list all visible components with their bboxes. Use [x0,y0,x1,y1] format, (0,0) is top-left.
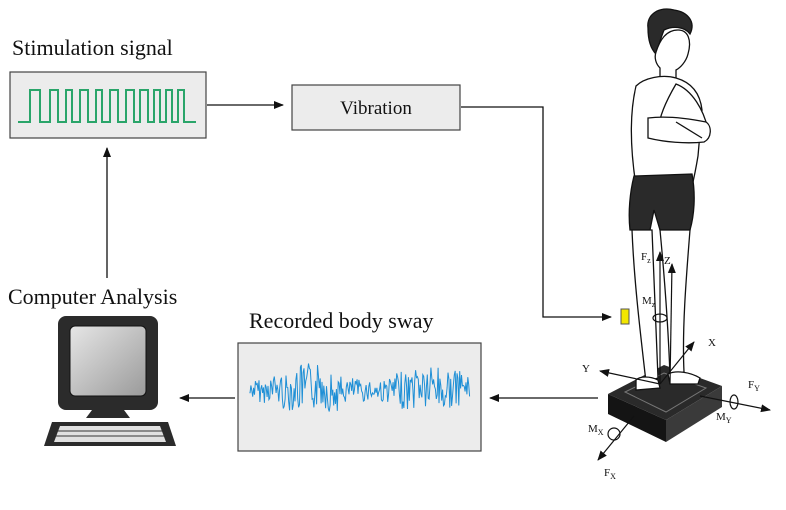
vibration-box [291,84,461,131]
vibrator-device [620,308,630,325]
computer-analysis-label: Computer Analysis [8,284,177,309]
body-sway-trace [249,363,471,412]
stimulation-signal-label: Stimulation signal [12,35,173,60]
stimulation-signal-panel [9,71,207,139]
axis-y-label: Y [582,363,590,375]
mz-label: Mz [642,295,656,309]
my-label: MY [716,411,732,425]
vibration-label: Vibration [340,98,412,119]
axis-z-label: Z [664,255,671,267]
fx-label: FX [604,467,616,481]
fy-label: FY [748,379,760,393]
force-axes [597,251,771,461]
fz-label: Fz [641,251,651,265]
recorded-body-sway-label: Recorded body sway [249,308,434,333]
recorded-body-sway-panel [237,342,482,452]
arrow-vibration-to-vibrator [461,106,612,321]
square-wave-signal [18,89,196,123]
standing-person-icon [628,8,711,391]
mx-label: MX [588,423,604,437]
axis-x-label: X [708,337,716,349]
computer-monitor-icon [44,316,176,446]
